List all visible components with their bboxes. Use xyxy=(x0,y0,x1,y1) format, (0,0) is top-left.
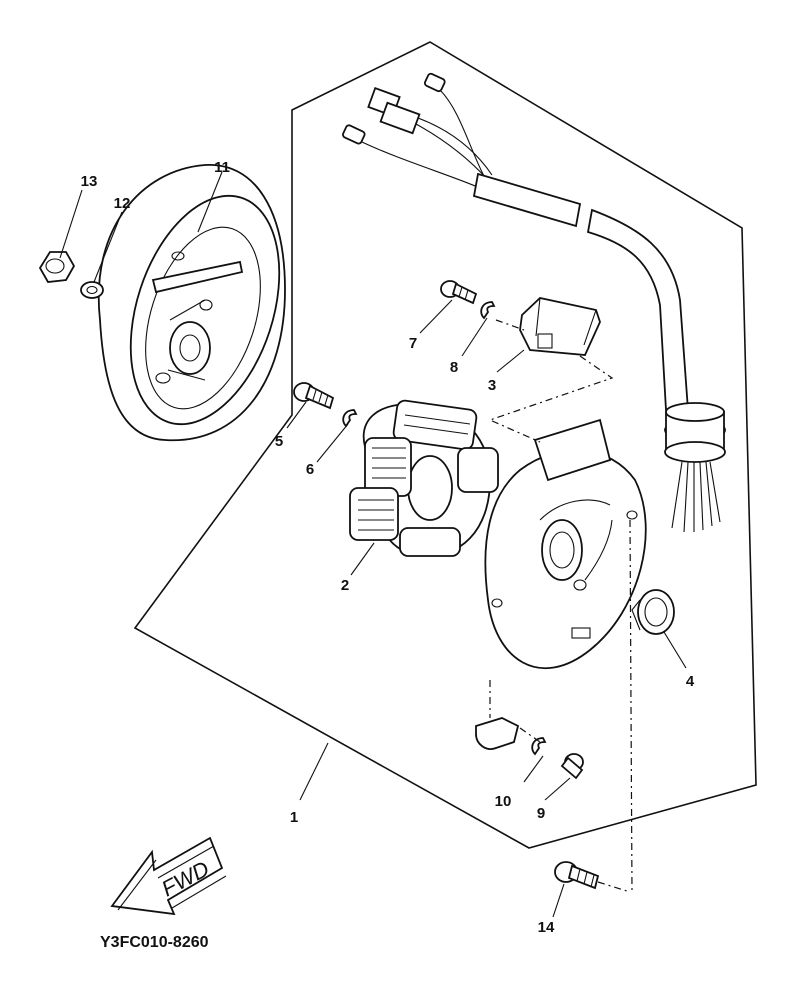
callout-12: 12 xyxy=(114,195,131,212)
callout-1: 1 xyxy=(290,809,298,826)
callout-7: 7 xyxy=(409,335,417,352)
stator-coil xyxy=(349,399,499,557)
fwd-arrow-icon: FWD xyxy=(110,836,227,916)
flywheel-rotor xyxy=(97,164,286,442)
stator-lock-washer xyxy=(342,409,358,428)
callout-9: 9 xyxy=(537,805,545,822)
oil-seal xyxy=(631,589,675,635)
assembly-outline xyxy=(133,41,757,849)
alignment-lines xyxy=(488,319,633,893)
callout-4: 4 xyxy=(686,673,695,690)
callout-14: 14 xyxy=(538,919,555,936)
stator-base-plate xyxy=(484,418,647,669)
callout-3: 3 xyxy=(488,377,496,394)
wire-harness xyxy=(342,72,726,533)
callout-8: 8 xyxy=(450,359,458,376)
callout-labels: 1 2 3 4 5 6 7 8 9 10 11 12 13 14 xyxy=(81,159,695,936)
pickup-coil xyxy=(519,297,601,356)
callout-5: 5 xyxy=(275,433,283,450)
clamp-washer xyxy=(531,737,547,756)
nut xyxy=(38,251,76,283)
callout-13: 13 xyxy=(81,173,98,190)
pickup-lock-washer xyxy=(480,301,496,320)
mounting-screw xyxy=(554,861,600,890)
clamp-screw xyxy=(560,753,584,780)
washer xyxy=(80,281,104,299)
callout-6: 6 xyxy=(306,461,314,478)
callout-2: 2 xyxy=(341,577,349,594)
figure-code: Y3FC010-8260 xyxy=(100,934,209,951)
callout-10: 10 xyxy=(495,793,512,810)
lead-clamp xyxy=(475,717,520,750)
callout-11: 11 xyxy=(214,159,230,176)
pickup-screw xyxy=(440,280,478,305)
stator-screw xyxy=(293,382,335,410)
leader-lines xyxy=(59,171,687,918)
